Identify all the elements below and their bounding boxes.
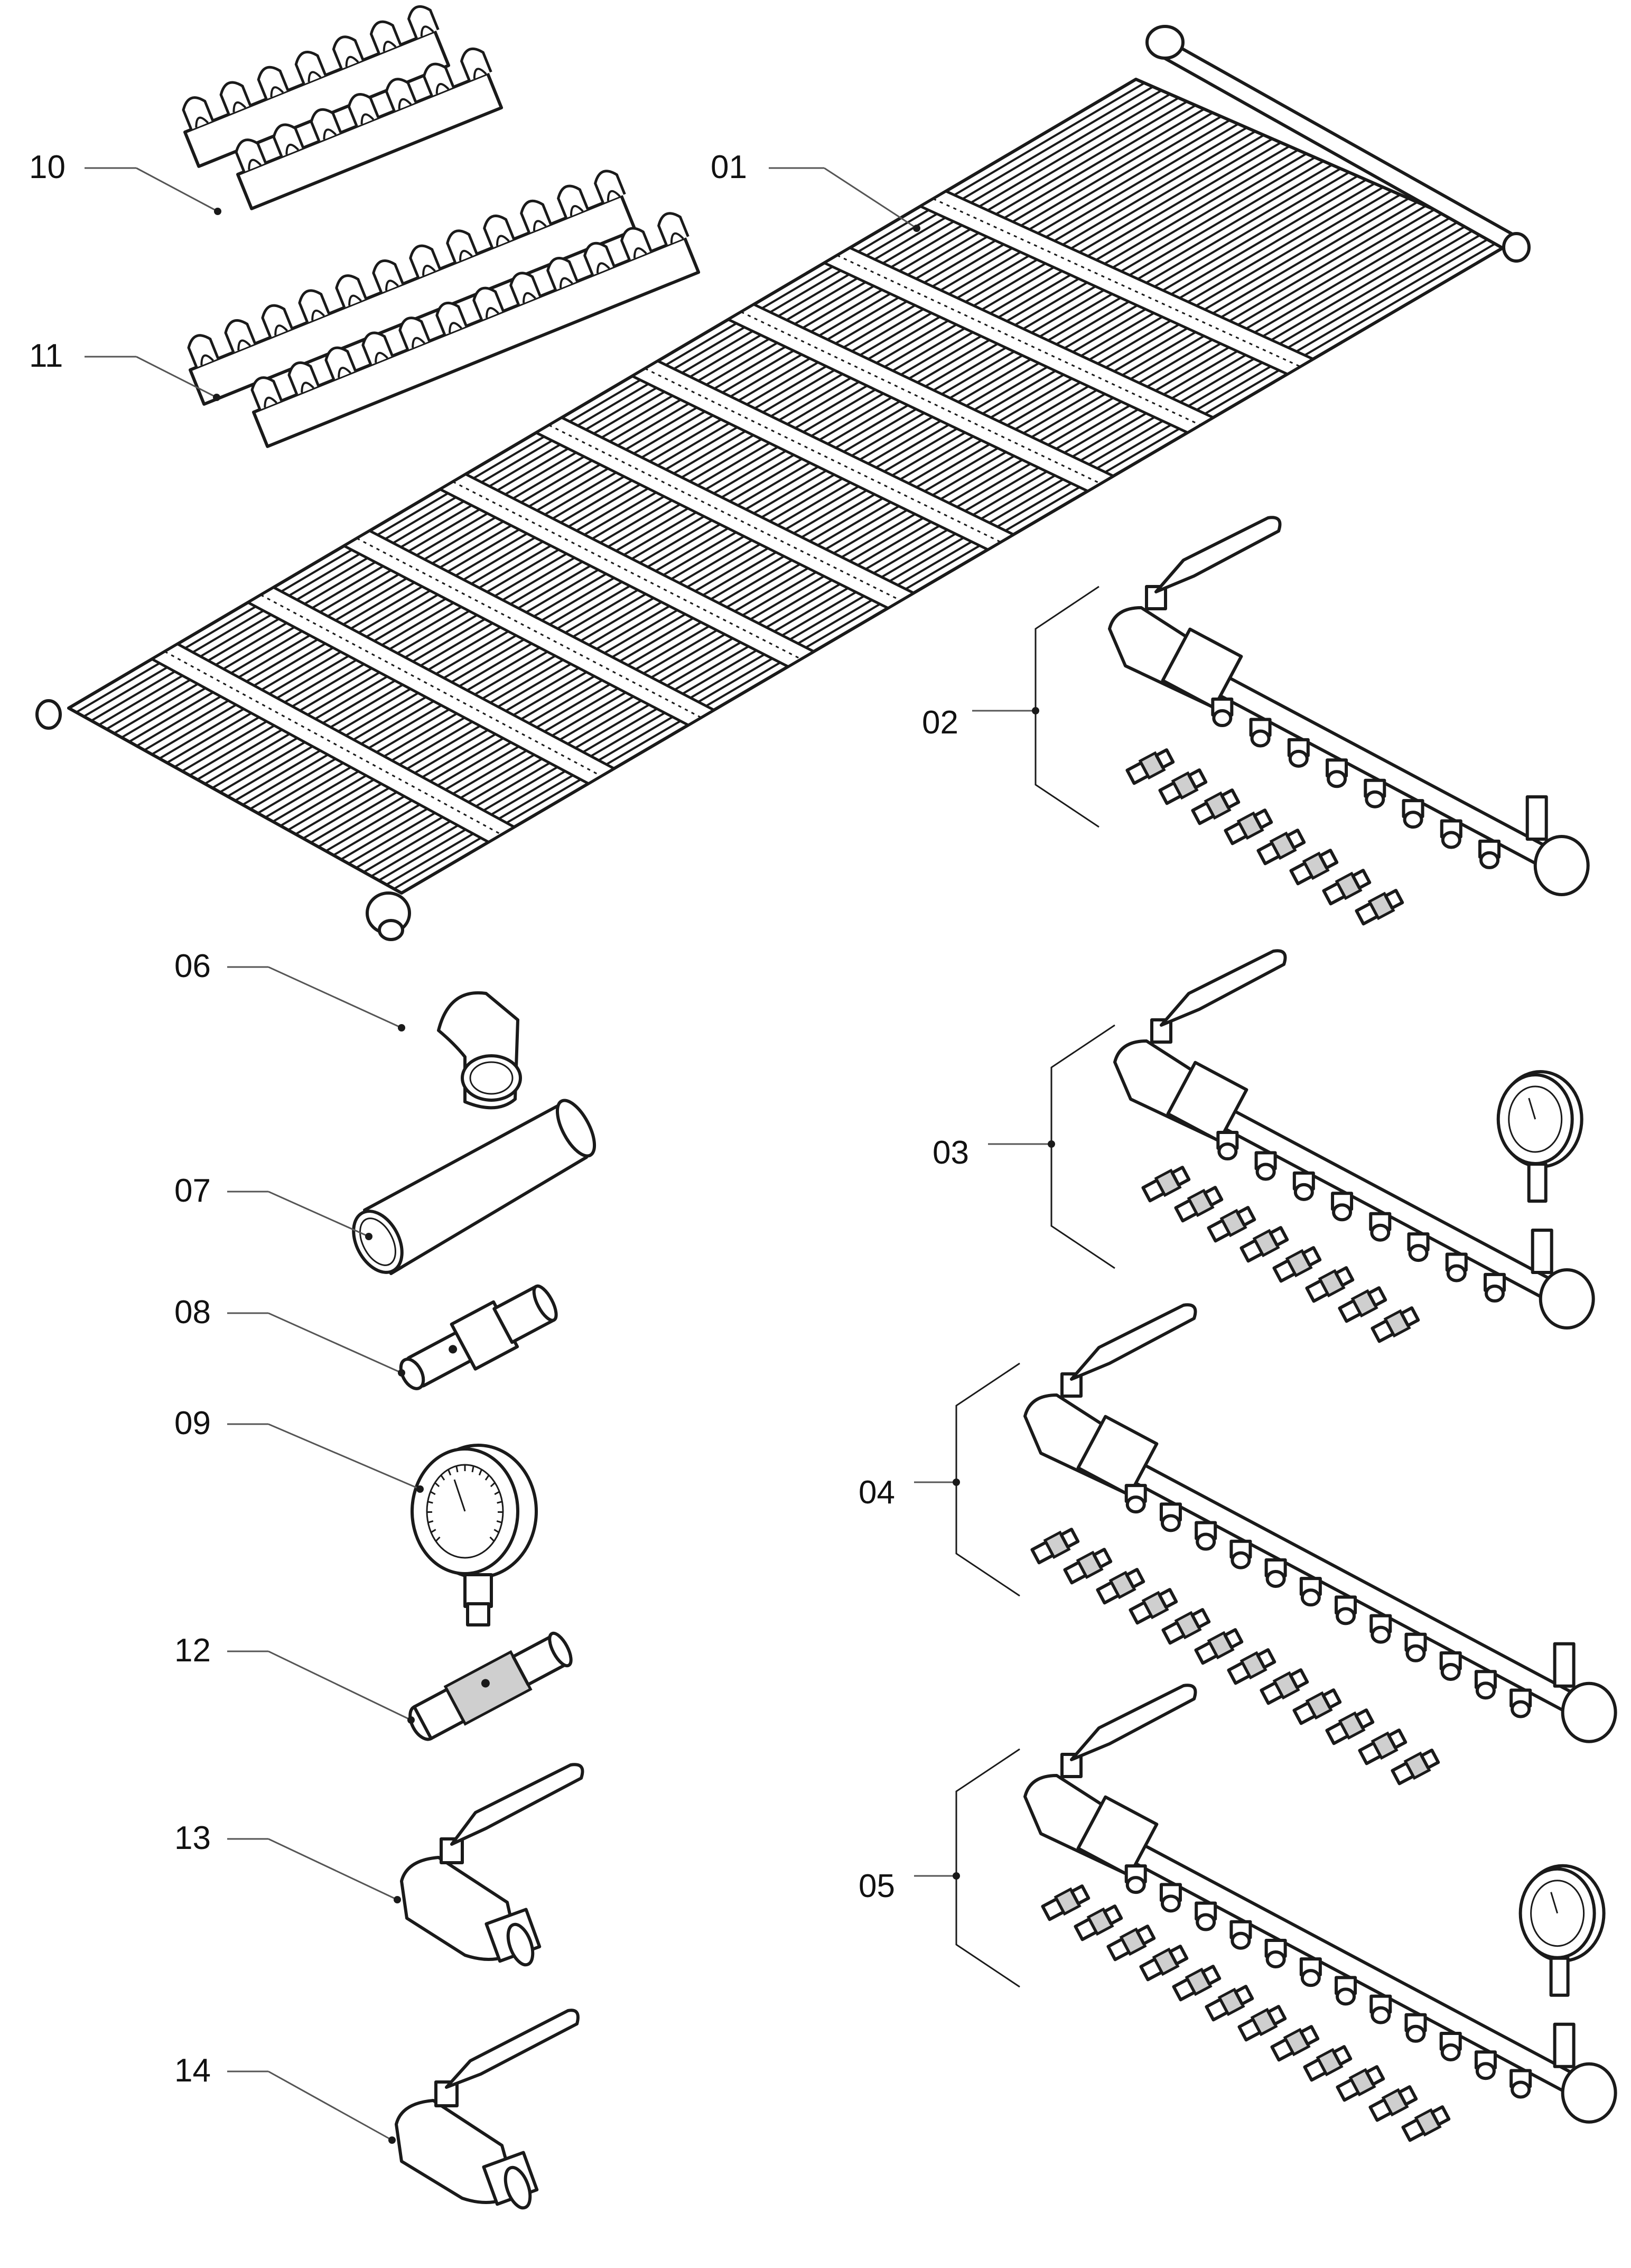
collector-tube [98, 93, 1171, 726]
collector-tube [310, 197, 1410, 844]
collector-tube [166, 126, 1247, 764]
collector-tube [257, 171, 1350, 814]
part-13-ball-valve: 13 [174, 1763, 584, 1967]
collector-tube [318, 201, 1418, 848]
collector-straps [149, 190, 1316, 844]
collector-tube [400, 242, 1512, 894]
collector-tube [90, 89, 1162, 722]
collector-tube [279, 182, 1375, 827]
collector-tube [128, 108, 1205, 743]
label-03: 03 [933, 1135, 969, 1171]
part-11-clamp-strips: 11 [29, 194, 701, 448]
collector-top-header [1145, 25, 1531, 263]
label-13: 13 [174, 1820, 211, 1856]
collector-tube [370, 227, 1478, 877]
collector-tube [76, 82, 1145, 713]
collector-tube [302, 193, 1401, 840]
manifold-05 [914, 1684, 1617, 2142]
collector-tube [234, 160, 1325, 802]
collector-tube [272, 179, 1367, 823]
collector-tube [265, 175, 1358, 819]
collector-tube [287, 186, 1384, 831]
collector-tube [136, 111, 1214, 747]
label-14: 14 [174, 2052, 211, 2089]
label-05: 05 [859, 1868, 895, 1904]
collector-tube [333, 208, 1435, 857]
collector-tube [106, 97, 1179, 730]
part-10-clamp-strips: 10 [29, 29, 504, 215]
collector-tube [151, 119, 1231, 756]
collector-tube [227, 156, 1316, 797]
manifold-04 [914, 1303, 1617, 1786]
label-09: 09 [174, 1405, 211, 1442]
collector-tube [219, 153, 1307, 793]
label-11: 11 [29, 338, 63, 374]
collector-strap [149, 642, 517, 844]
manifold-assemblies [914, 516, 1617, 2142]
clamp-teeth [250, 212, 689, 411]
collector-tubes [68, 78, 1512, 894]
collector-tube [295, 190, 1393, 835]
clamp-teeth [187, 170, 626, 368]
manifold-03 [988, 949, 1595, 1343]
collector-tube [363, 224, 1469, 873]
collector-tube [378, 231, 1486, 881]
collector-tube [68, 78, 1137, 709]
collector-tube [325, 205, 1427, 852]
collector-tube [242, 164, 1333, 806]
collector-tube [348, 216, 1452, 865]
label-02: 02 [922, 704, 958, 741]
collector-tube [393, 238, 1503, 890]
collector-tube [356, 220, 1461, 869]
label-06: 06 [174, 948, 211, 984]
part-06-elbow: 06 [174, 948, 522, 1110]
part-07-pipe: 07 [174, 1099, 597, 1275]
part-01-collector-panel: 01 [35, 25, 1531, 941]
collector-tube [181, 134, 1265, 773]
part-09-pressure-gauge: 09 [174, 1405, 538, 1626]
collector-tube [212, 149, 1299, 789]
collector-tube [340, 212, 1443, 861]
label-07: 07 [174, 1173, 211, 1209]
clamp-teeth [235, 47, 492, 173]
collector-tube [121, 104, 1196, 739]
collector-tube [144, 115, 1222, 751]
part-14-ball-valve: 14 [174, 2009, 580, 2210]
collector-tube [249, 168, 1341, 810]
collector-tube [113, 100, 1188, 735]
collector-tube [189, 138, 1273, 776]
label-01: 01 [711, 149, 747, 185]
collector-tube [174, 130, 1256, 768]
collector-tube [204, 145, 1290, 785]
label-08: 08 [174, 1294, 211, 1331]
label-12: 12 [174, 1632, 211, 1669]
part-12-union: 12 [174, 1631, 573, 1741]
clamp-teeth [182, 5, 440, 131]
label-10: 10 [29, 149, 66, 185]
collector-tube [386, 235, 1495, 886]
manifold-02 [972, 516, 1590, 926]
collector-tube [159, 123, 1239, 760]
part-08-adapter: 08 [174, 1284, 558, 1390]
collector-tube [83, 86, 1154, 718]
label-04: 04 [859, 1474, 895, 1511]
collector-bottom-header [35, 699, 411, 941]
collector-tube [197, 142, 1282, 780]
